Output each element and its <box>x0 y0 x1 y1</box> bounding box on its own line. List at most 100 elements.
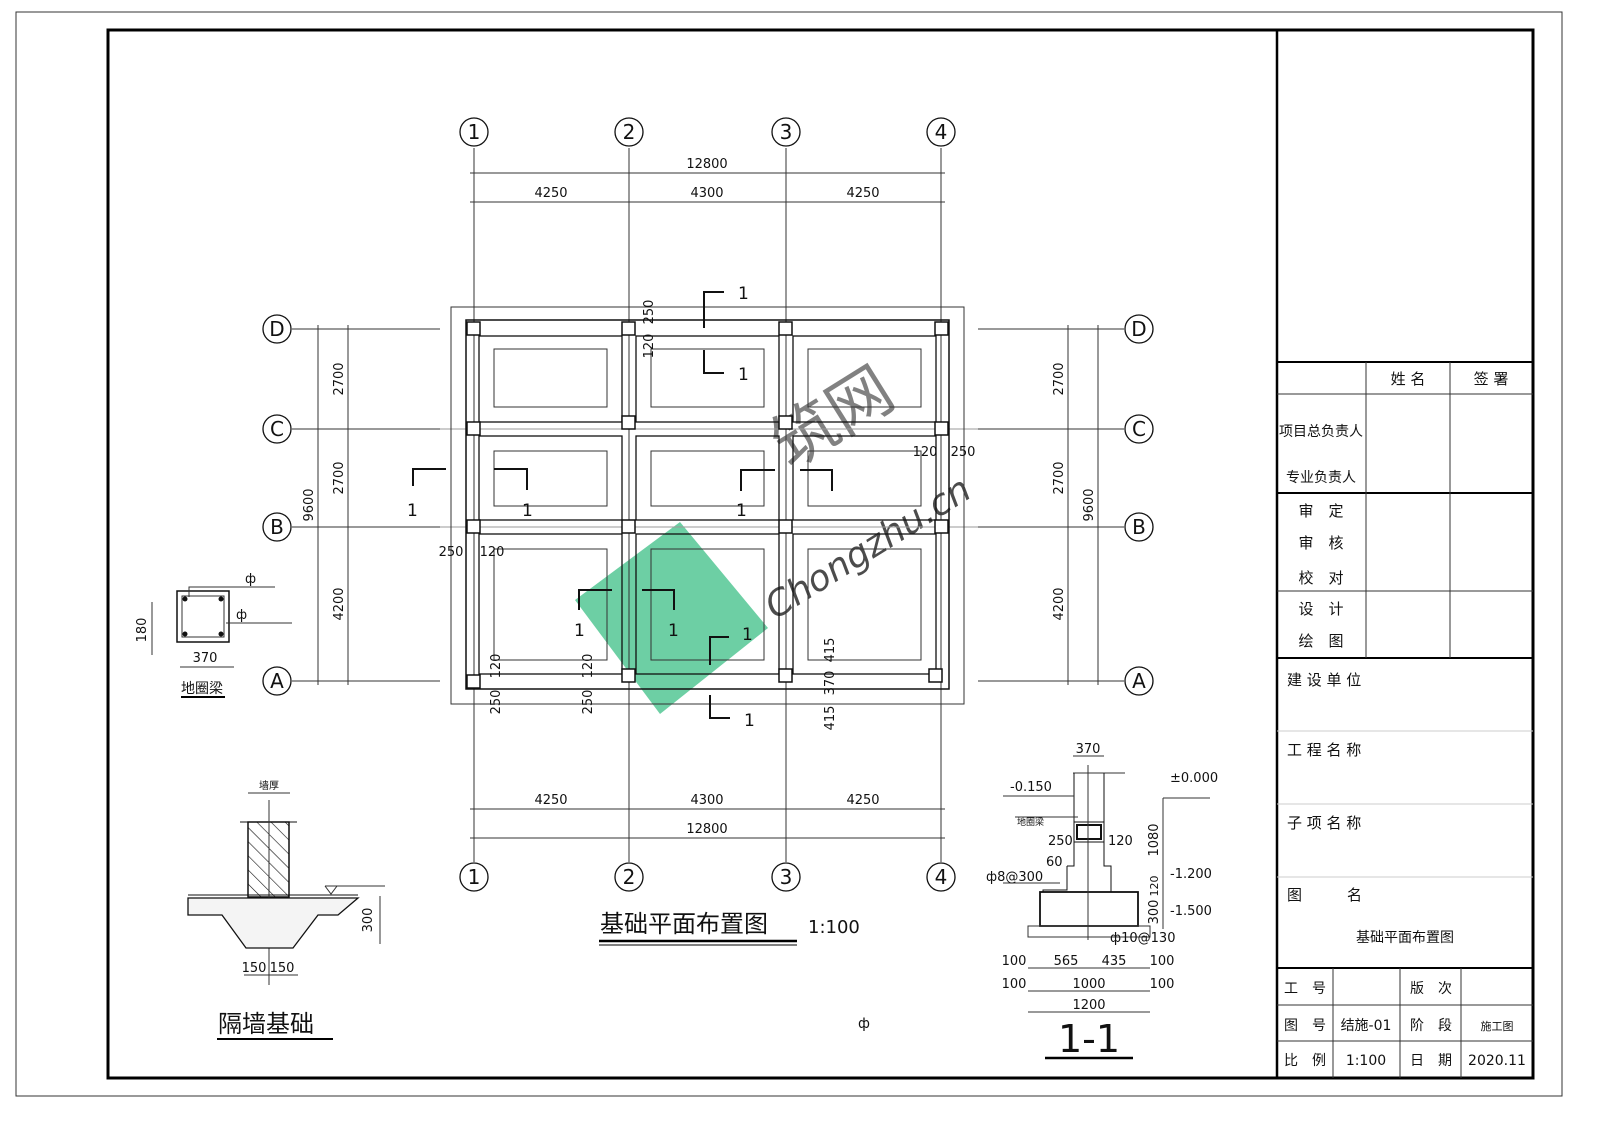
section-label: 1 <box>668 621 679 641</box>
dimension-lines <box>317 172 1099 839</box>
section-title: 1-1 <box>1058 1017 1120 1061</box>
dim-right-span: 2700 <box>1052 362 1067 395</box>
rebar-label: ф <box>236 608 247 623</box>
section-label: 1 <box>736 501 747 521</box>
axis-bubbles: 1 2 3 4 1 2 3 4 D C B A D C B A <box>262 117 1154 892</box>
local-dim: 250 <box>439 545 464 560</box>
local-dim: 120 <box>913 445 938 460</box>
dim: 120 <box>1148 876 1161 897</box>
axis-label-4: 4 <box>935 120 948 144</box>
dim: 100 <box>1002 954 1027 969</box>
foundation-outline <box>450 306 965 705</box>
cell: 结施-01 <box>1341 1018 1392 1034</box>
section-1-1-detail: 370 -0.150 地圈梁 250 120 60 ф8@300 ф10@130… <box>986 742 1218 1061</box>
local-dim: 120 <box>480 545 505 560</box>
foundation-plan: 1 2 3 4 1 2 3 4 D C B A D C B A <box>262 117 1154 1032</box>
walls <box>478 335 937 675</box>
title-block: 姓 名 签 署 项目总负责人 专业负责人 审 定 审 核 校 对 设 计 绘 图… <box>1277 361 1533 1078</box>
local-dim: 250 <box>489 690 504 715</box>
field-label: 子 项 名 称 <box>1287 814 1361 832</box>
dim-top-total: 12800 <box>686 157 727 172</box>
partition-foundation-detail: 墙厚 300 150 150 隔墙基础 <box>187 779 385 1040</box>
rebar-label: ф8@300 <box>986 870 1043 885</box>
rebar-label: ф10@130 <box>1110 931 1175 946</box>
axis-label-1: 1 <box>468 865 481 889</box>
dim: 1200 <box>1072 998 1105 1013</box>
axis-label-b: B <box>1132 515 1146 539</box>
section-label: 1 <box>738 365 749 385</box>
dim-bottom-span: 4250 <box>534 793 567 808</box>
axis-label-d: D <box>1131 317 1146 341</box>
axis-label-3: 3 <box>780 120 793 144</box>
header-signature: 签 署 <box>1474 370 1509 388</box>
drawing-name: 基础平面布置图 <box>1356 929 1454 946</box>
local-dim: 415 <box>823 706 838 731</box>
dim-bottom-span: 4250 <box>846 793 879 808</box>
local-dim: 250 <box>642 300 657 325</box>
watermark-shape <box>575 522 768 714</box>
ring-beam-title: 地圈梁 <box>181 681 223 697</box>
local-dim: 415 <box>823 638 838 663</box>
dim-bottom-span: 4300 <box>690 793 723 808</box>
ring-beam-detail: ф ф 180 370 地圈梁 <box>135 572 292 698</box>
cell: 2020.11 <box>1468 1053 1526 1069</box>
role-label: 审 定 <box>1298 502 1343 520</box>
axis-label-4: 4 <box>935 865 948 889</box>
dim: 100 <box>1150 954 1175 969</box>
role-label: 专业负责人 <box>1286 470 1356 486</box>
axis-label-d: D <box>269 317 284 341</box>
dim: 60 <box>1046 855 1063 870</box>
dim: 100 <box>1150 977 1175 992</box>
elevation-label: -1.500 <box>1170 904 1212 919</box>
plan-scale: 1:100 <box>808 917 860 938</box>
section-label: 1 <box>574 621 585 641</box>
elevation-label: -1.200 <box>1170 867 1212 882</box>
field-label: 图 名 <box>1287 886 1362 904</box>
local-dim: 250 <box>581 690 596 715</box>
axis-label-c: C <box>1132 417 1146 441</box>
cell: 阶 段 <box>1410 1018 1452 1034</box>
dim-left-span: 2700 <box>332 362 347 395</box>
axis-label-c: C <box>270 417 284 441</box>
width-dim: 150 <box>242 961 267 976</box>
role-label: 设 计 <box>1298 600 1343 618</box>
local-dim: 120 <box>581 654 596 679</box>
cell: 版 次 <box>1410 981 1452 997</box>
frame-border <box>106 28 1535 1080</box>
dim-left-span: 4200 <box>332 587 347 620</box>
dim-left-total: 9600 <box>302 488 317 521</box>
plan-title: 基础平面布置图 <box>600 910 768 938</box>
partition-title: 隔墙基础 <box>218 1010 314 1038</box>
section-label: 1 <box>742 625 753 645</box>
watermark-en: Chongzhu.cn <box>758 469 978 628</box>
role-label: 项目总负责人 <box>1279 424 1363 440</box>
paper-border <box>15 11 1563 1097</box>
section-label: 1 <box>407 501 418 521</box>
dim-bottom-total: 12800 <box>686 822 727 837</box>
dim: 250 <box>1048 834 1073 849</box>
dim: 435 <box>1102 954 1127 969</box>
beam-width: 370 <box>193 651 218 666</box>
columns <box>466 321 949 689</box>
dim: 300 <box>1147 900 1162 925</box>
local-dim: 120 <box>642 334 657 359</box>
dim: 120 <box>1108 834 1133 849</box>
cell: 日 期 <box>1410 1053 1452 1069</box>
footing-inner <box>493 348 922 661</box>
axis-label-a: A <box>1132 669 1146 693</box>
elevation-label: ±0.000 <box>1170 771 1218 786</box>
axis-label-2: 2 <box>623 120 636 144</box>
cell: 图 号 <box>1284 1018 1326 1034</box>
depth-dim: 300 <box>361 908 376 933</box>
axis-label-1: 1 <box>468 120 481 144</box>
local-dim: 370 <box>823 671 838 696</box>
dim-right-span: 2700 <box>1052 461 1067 494</box>
dim-370: 370 <box>1076 742 1101 757</box>
field-label: 建 设 单 位 <box>1287 671 1361 689</box>
grid-lines <box>292 148 1124 862</box>
dim: 565 <box>1054 954 1079 969</box>
axis-label-a: A <box>270 669 284 693</box>
dim-top-span: 4300 <box>690 186 723 201</box>
section-label: 1 <box>522 501 533 521</box>
